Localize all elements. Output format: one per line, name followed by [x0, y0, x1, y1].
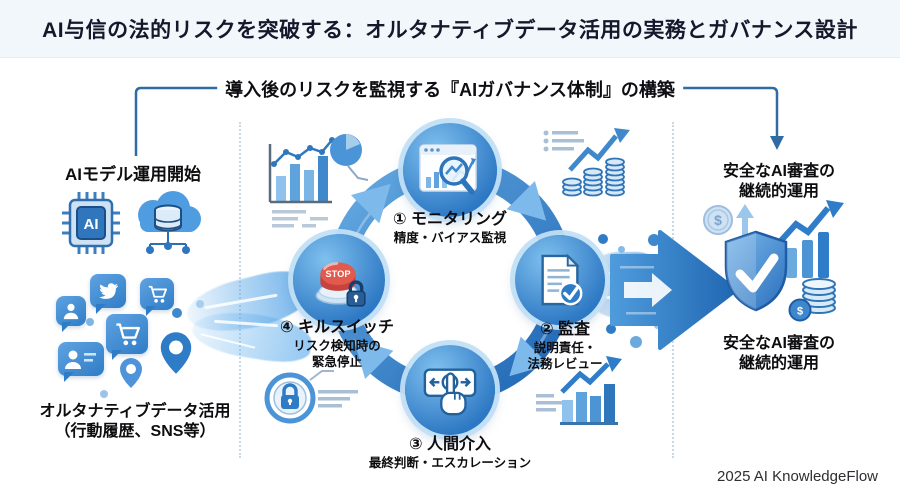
circuit-dot: [606, 324, 616, 334]
rising-arrow-icon: [560, 362, 610, 394]
outcome-label-bottom: 安全なAI審査の 継続的運用: [722, 335, 835, 372]
alt-data-label: オルタナティブデータ活用 （行動履歴、SNS等）: [39, 403, 231, 440]
circuit-dot: [598, 234, 608, 244]
safe-operation-graphic: $ $: [703, 200, 844, 322]
up-arrow-icon: [742, 216, 748, 238]
coins-decor-top-right: [543, 128, 630, 197]
coin-stack-icon: [802, 278, 836, 314]
circuit-dot: [630, 336, 642, 348]
cycle-arrowhead-icon: [350, 180, 550, 380]
svg-text:STOP: STOP: [325, 269, 350, 279]
kill-switch-node: STOP: [293, 234, 385, 326]
person-icon: [65, 350, 96, 369]
pointing-hand-icon: [440, 372, 467, 416]
shield-check-icon: [724, 230, 788, 312]
arrow-down-icon: [770, 136, 784, 150]
padlock-icon: [281, 383, 299, 409]
cloud-database-icon: [138, 191, 201, 254]
rising-arrow-icon: [568, 134, 618, 172]
flow-arrow-icon: [610, 230, 738, 350]
governance-banner-label: 導入後のリスクを監視する『AIガバナンス体制』の構築: [217, 76, 683, 102]
chart-decor-top-left: [268, 134, 368, 228]
svg-text:AI: AI: [84, 216, 99, 233]
step-label-human: ③ 人間介入 最終判断・エスカレーション: [368, 436, 532, 470]
audit-node: [515, 235, 605, 325]
cart-bubble: [140, 278, 174, 316]
chart-decor-bottom-right: [536, 356, 622, 425]
person-icon: [63, 303, 79, 320]
shopping-cart-icon: [148, 285, 167, 303]
step-label-monitoring: ① モニタリング 精度・バイアス監視: [393, 211, 507, 245]
coin-icon: $: [703, 205, 733, 235]
step-label-killswitch: ④ キルスイッチ リスク検知時の 緊急停止: [280, 319, 394, 370]
twitter-bird-icon: [99, 283, 118, 299]
coin-stack-icon: [562, 157, 625, 197]
human-touch-icon: [423, 368, 477, 416]
person-bubble: [56, 296, 86, 332]
start-label: AIモデル運用開始: [65, 165, 201, 184]
person-card-bubble: [58, 342, 104, 382]
page-title: AI与信の法的リスクを突破する：オルタナティブデータ活用の実務とガバナンス設計: [42, 18, 858, 42]
location-pin-icon: [120, 358, 142, 388]
title-bar: AI与信の法的リスクを突破する：オルタナティブデータ活用の実務とガバナンス設計: [0, 0, 900, 58]
twitter-bubble: [90, 274, 126, 314]
bar-chart-icon: [786, 232, 829, 278]
circuit-dot: [648, 234, 660, 246]
cart-bubble-large: [106, 314, 148, 360]
location-pin-icon: [160, 332, 192, 374]
shopping-cart-icon: [116, 323, 140, 346]
human-node: [405, 345, 495, 435]
credit-text: 2025 AI KnowledgeFlow: [717, 468, 878, 485]
deco-dot: [100, 390, 108, 398]
deco-dot: [172, 308, 182, 318]
padlock-icon: [346, 280, 366, 307]
ai-chip-icon: AI: [62, 192, 120, 254]
monitoring-icon: [419, 144, 477, 195]
rising-arrow-icon: [775, 206, 831, 247]
svg-text:$: $: [714, 212, 722, 228]
monitoring-node: [403, 123, 497, 217]
step-label-audit: ② 監査 説明責任・ 法務レビュー: [527, 321, 603, 372]
svg-text:$: $: [797, 306, 803, 318]
audit-document-icon: [541, 253, 583, 306]
padlock-decor-bottom-left: [264, 370, 358, 424]
deco-dot: [86, 318, 94, 326]
circuit-dot: [618, 246, 625, 253]
coin-icon: $: [788, 298, 812, 322]
stop-button-icon: STOP: [315, 262, 366, 307]
outcome-label-top: 安全なAI審査の 継続的運用: [722, 163, 835, 200]
